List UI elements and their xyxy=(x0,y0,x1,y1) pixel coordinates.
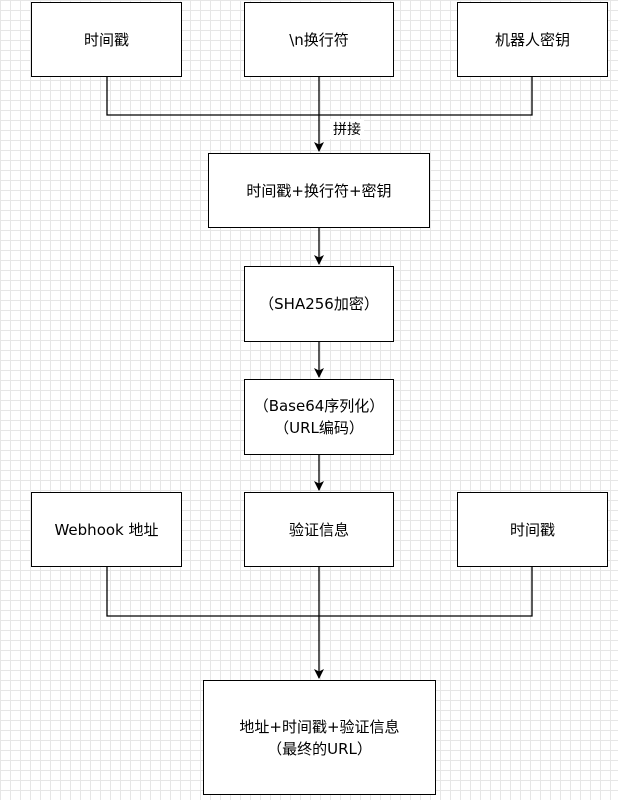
connector-timestamp-bottom xyxy=(319,567,533,617)
node-final-url-label-line2: （最终的URL） xyxy=(267,739,372,758)
node-webhook[interactable]: Webhook 地址 xyxy=(31,492,182,567)
node-newline[interactable]: \n换行符 xyxy=(244,2,394,77)
node-sha256-label: （SHA256加密） xyxy=(259,295,379,313)
node-verify-info-label: 验证信息 xyxy=(288,520,349,539)
node-final-url[interactable]: 地址+时间戳+验证信息 （最终的URL） xyxy=(203,680,436,795)
node-timestamp-top-label: 时间戳 xyxy=(83,30,129,49)
node-timestamp-top[interactable]: 时间戳 xyxy=(31,2,182,77)
node-base64-url-encode[interactable]: （Base64序列化） （URL编码） xyxy=(244,379,394,455)
connector-webhook xyxy=(106,567,319,617)
concat-edge-label: 拼接 xyxy=(330,119,364,139)
node-webhook-label: Webhook 地址 xyxy=(54,520,159,539)
connector-robot-secret xyxy=(319,77,533,116)
node-sha256[interactable]: （SHA256加密） xyxy=(244,266,394,342)
connector-timestamp-top xyxy=(106,77,319,116)
node-newline-label: \n换行符 xyxy=(289,30,349,49)
node-verify-info[interactable]: 验证信息 xyxy=(244,492,394,567)
node-url-encode-label: （URL编码） xyxy=(274,419,364,437)
node-concat-result-label: 时间戳+换行符+密钥 xyxy=(246,181,392,200)
node-base64-label: （Base64序列化） xyxy=(253,397,385,415)
node-timestamp-bottom[interactable]: 时间戳 xyxy=(457,492,608,567)
node-robot-secret-label: 机器人密钥 xyxy=(494,30,570,49)
node-concat-result[interactable]: 时间戳+换行符+密钥 xyxy=(208,153,430,228)
node-robot-secret[interactable]: 机器人密钥 xyxy=(457,2,608,77)
node-timestamp-bottom-label: 时间戳 xyxy=(509,520,555,539)
node-final-url-label-line1: 地址+时间戳+验证信息 xyxy=(239,717,400,736)
